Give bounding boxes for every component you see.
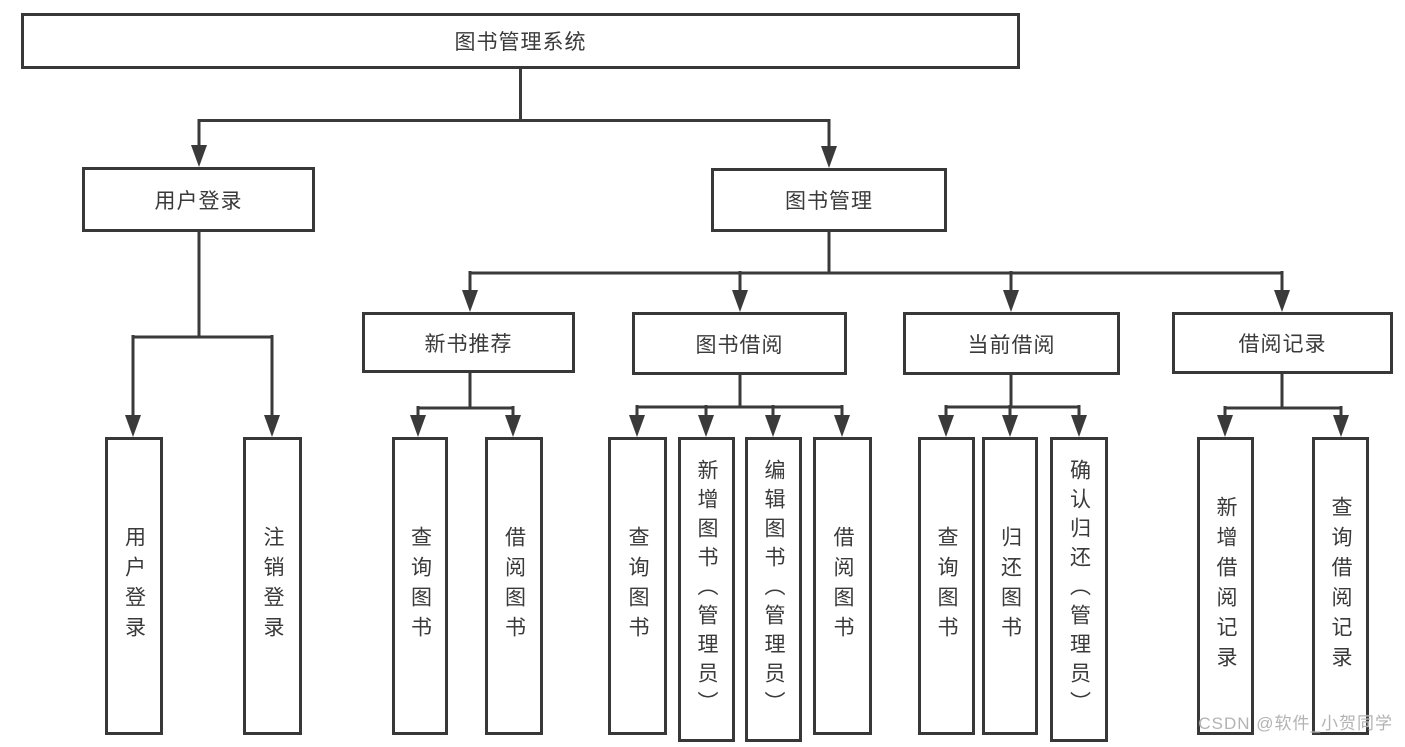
node-label: 图书管理系统 (454, 31, 587, 54)
connector-root (197, 69, 831, 148)
node-query-books-recommend: 查询图书 (392, 437, 448, 735)
node-query-borrow-record: 查询借阅记录 (1312, 437, 1369, 735)
connector-current-borrowing (944, 375, 1081, 417)
node-confirm-return-admin: 确认归还（管理员） (1050, 437, 1108, 742)
node-label: 借阅图书 (502, 526, 526, 646)
node-label: 图书借阅 (695, 333, 784, 357)
node-borrow-books-recommend: 借阅图书 (485, 437, 543, 735)
node-label: 图书管理 (785, 190, 873, 213)
node-label: 新增借阅记录 (1214, 496, 1237, 676)
node-logout-login: 注销登录 (243, 437, 302, 735)
node-label: 借阅记录 (1238, 333, 1327, 356)
node-user-login: 用户登录 (82, 167, 315, 232)
node-label: 编辑图书（管理员） (762, 459, 785, 720)
arrowheads (125, 145, 1349, 437)
connector-book-management (468, 232, 1284, 292)
node-edit-books-admin: 编辑图书（管理员） (745, 437, 802, 742)
node-borrow-books-borrowing: 借阅图书 (813, 437, 872, 735)
csdn-watermark: CSDN @软件_小贺同学 (1198, 714, 1393, 733)
node-borrowing-records: 借阅记录 (1172, 312, 1393, 374)
node-label: 注销登录 (261, 526, 284, 646)
connector-borrowing-records (1223, 374, 1343, 417)
node-library-management-system: 图书管理系统 (21, 13, 1020, 69)
node-label: 新书推荐 (424, 332, 513, 356)
connector-user-login (131, 232, 274, 417)
node-label: 新增图书（管理员） (695, 459, 718, 720)
node-add-books-admin: 新增图书（管理员） (678, 437, 735, 742)
node-label: 查询图书 (935, 526, 958, 646)
node-current-borrowing: 当前借阅 (903, 312, 1120, 375)
connector-new-book-recommend (416, 373, 515, 417)
node-label: 当前借阅 (967, 333, 1056, 357)
node-user-login-leaf: 用户登录 (105, 437, 163, 735)
node-new-book-recommend: 新书推荐 (362, 312, 575, 373)
connector-book-borrowing (635, 375, 844, 417)
node-label: 用户登录 (154, 189, 243, 213)
node-label: 查询图书 (408, 526, 432, 646)
node-book-borrowing: 图书借阅 (632, 312, 847, 375)
node-label: 查询图书 (626, 526, 649, 646)
node-query-books-current: 查询图书 (918, 437, 975, 735)
node-label: 归还图书 (998, 526, 1022, 646)
node-label: 用户登录 (122, 526, 146, 646)
node-add-borrow-record: 新增借阅记录 (1197, 437, 1254, 735)
node-label: 确认归还（管理员） (1067, 459, 1091, 720)
node-book-management: 图书管理 (711, 168, 947, 232)
node-label: 借阅图书 (831, 526, 854, 646)
node-label: 查询借阅记录 (1329, 496, 1352, 676)
node-return-books: 归还图书 (982, 437, 1038, 735)
node-query-books-borrowing: 查询图书 (608, 437, 667, 735)
